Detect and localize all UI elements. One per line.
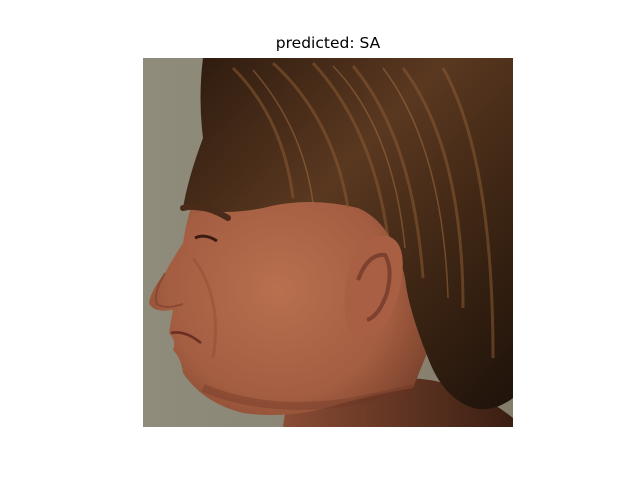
hair-highlights xyxy=(231,61,495,359)
eyebrow xyxy=(180,203,231,221)
eye xyxy=(194,234,218,243)
mouth xyxy=(170,331,202,344)
image-axes xyxy=(143,58,513,427)
nose xyxy=(155,272,184,308)
face-profile-photo xyxy=(143,58,513,427)
figure-title: predicted: SA xyxy=(275,34,381,52)
neck-region xyxy=(283,358,513,427)
hair xyxy=(183,58,513,410)
